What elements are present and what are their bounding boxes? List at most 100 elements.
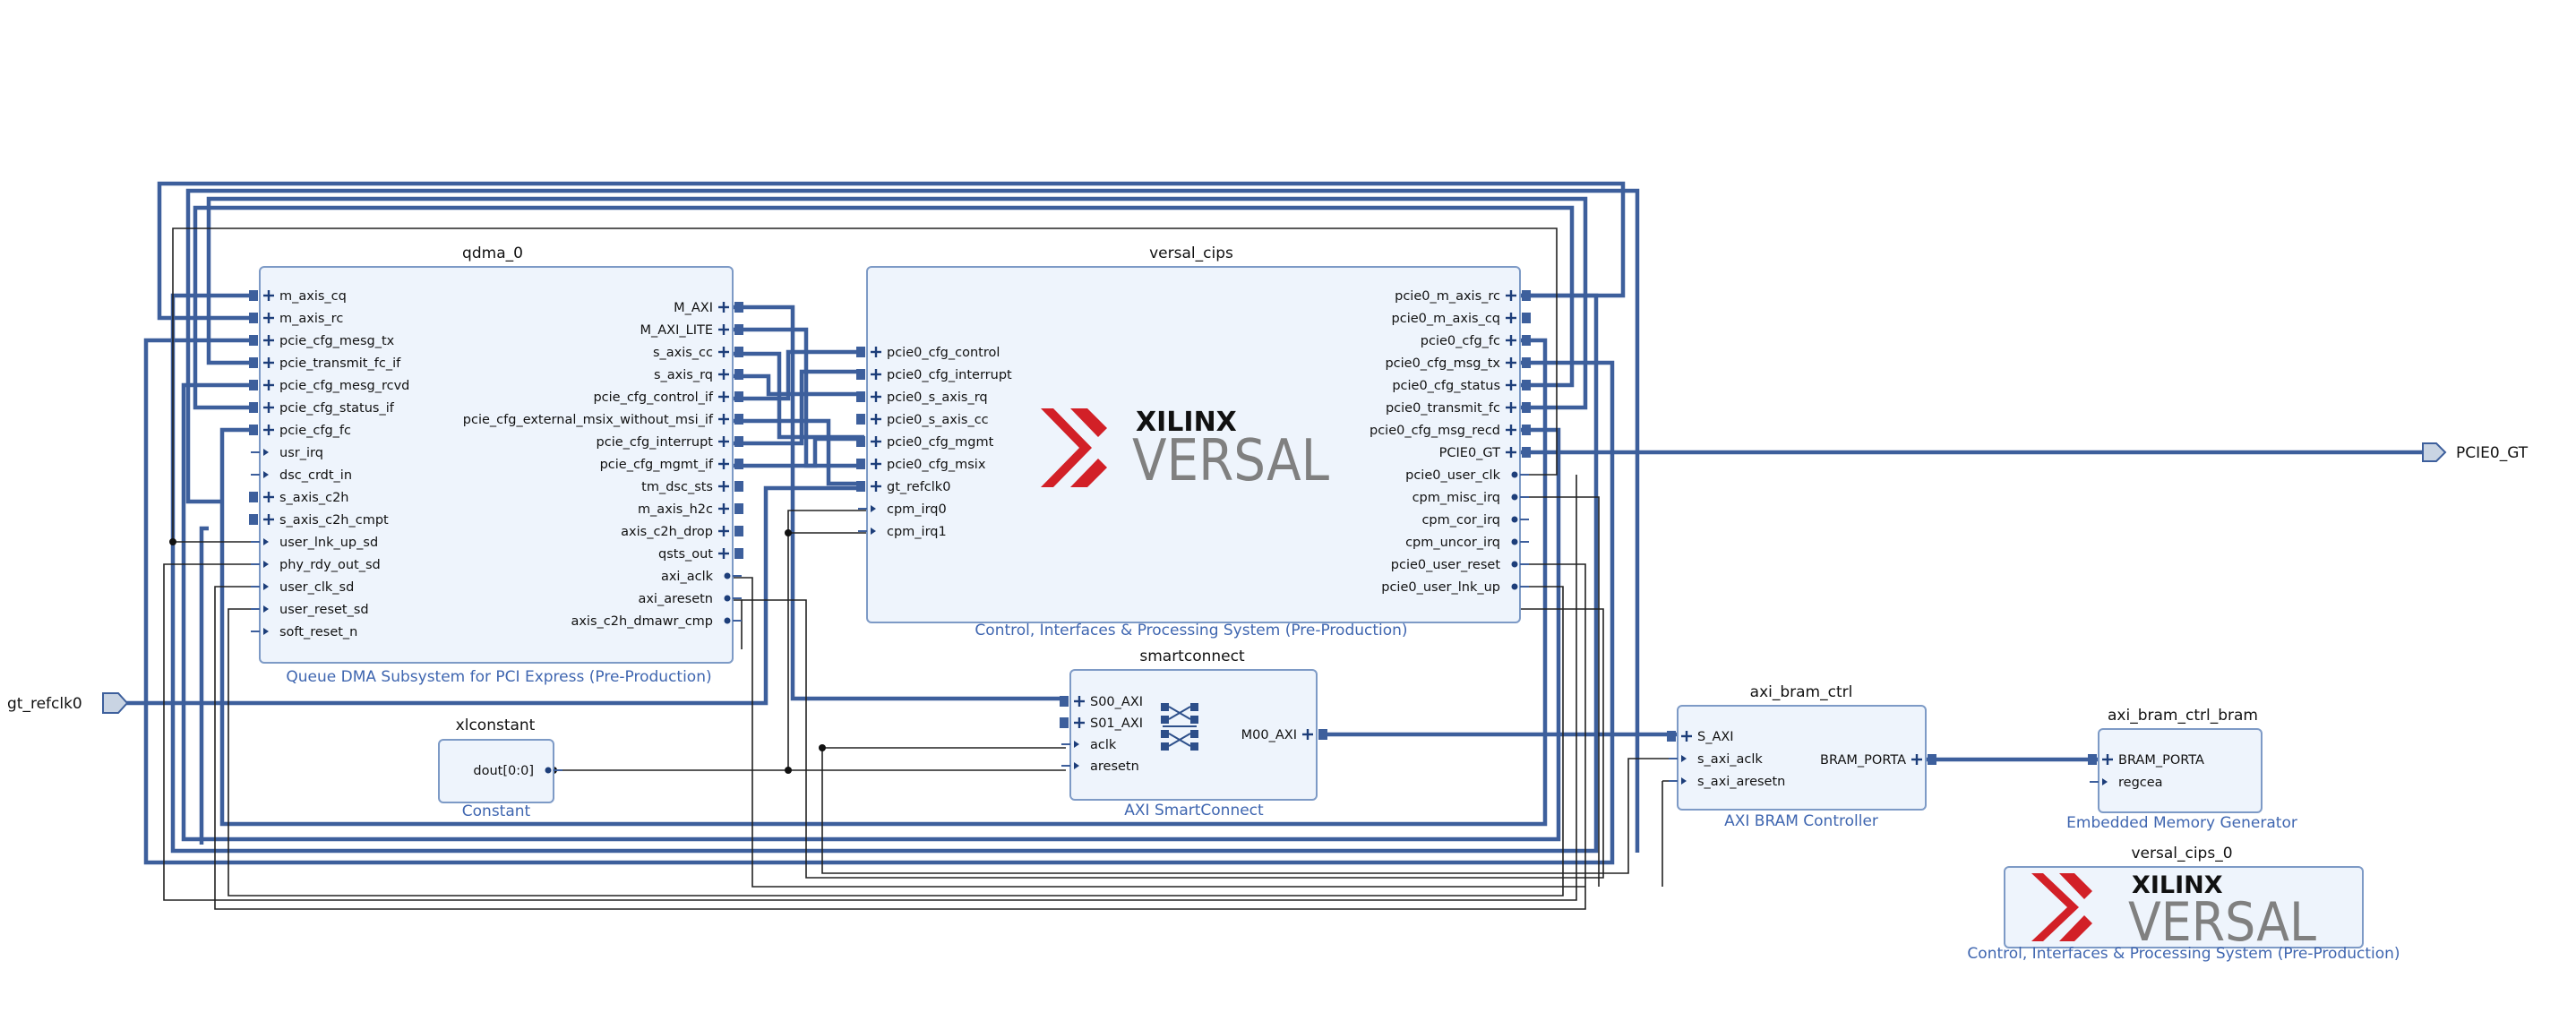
port-aclk[interactable]: aclk <box>1061 738 1117 752</box>
port-pcie-cfg-status-if[interactable]: pcie_cfg_status_if <box>249 401 395 416</box>
port-pcie0-transmit-fc[interactable]: pcie0_transmit_fc <box>1386 401 1531 416</box>
port-pcie0-cfg-mgmt[interactable]: pcie0_cfg_mgmt <box>856 435 994 450</box>
port-pcie0-user-lnk-up[interactable]: pcie0_user_lnk_up <box>1381 580 1529 595</box>
port-s00-axi[interactable]: S00_AXI <box>1060 695 1143 709</box>
port-m-axi-lite[interactable]: M_AXI_LITE <box>640 323 743 338</box>
port-s-axis-c2h-cmpt[interactable]: s_axis_c2h_cmpt <box>249 513 389 528</box>
bus-cfg-msix[interactable] <box>733 418 864 486</box>
port-s-axis-c2h[interactable]: s_axis_c2h <box>249 491 349 505</box>
port-s-axis-rq[interactable]: s_axis_rq <box>654 368 743 382</box>
port-m-axis-h2c[interactable]: m_axis_h2c <box>638 502 743 517</box>
port-user-lnk-up-sd[interactable]: user_lnk_up_sd <box>251 536 378 550</box>
port-gt-refclk0[interactable]: gt_refclk0 <box>856 480 950 494</box>
block-versal-cips[interactable]: versal_cips XILINX VERSAL pcie0_cfg_cont… <box>856 245 1531 639</box>
port-cpm-irq0[interactable]: cpm_irq0 <box>858 502 947 517</box>
bus-m-axis-rc[interactable] <box>157 181 1626 321</box>
port-cpm-misc-irq[interactable]: cpm_misc_irq <box>1413 491 1529 505</box>
pin-arrow-icon <box>1681 777 1687 785</box>
port-pcie-cfg-mesg-tx[interactable]: pcie_cfg_mesg_tx <box>249 334 395 348</box>
bus-cfg-control[interactable] <box>733 349 864 401</box>
bus-m-axi-lite[interactable] <box>733 327 864 468</box>
bus-cfg-mgmt[interactable] <box>733 436 864 468</box>
bus-pin-icon <box>249 380 258 390</box>
port-s01-axi[interactable]: S01_AXI <box>1060 716 1143 731</box>
port-s-axi-aresetn[interactable]: s_axi_aresetn <box>1669 775 1785 789</box>
port-pcie-cfg-mgmt-if[interactable]: pcie_cfg_mgmt_if <box>600 458 743 472</box>
external-port-pcie0-gt[interactable]: PCIE0_GT <box>2422 442 2529 462</box>
port-m-axis-rc[interactable]: m_axis_rc <box>249 312 343 326</box>
port-label: pcie_cfg_status_if <box>279 401 395 416</box>
port-pcie0-cfg-msix[interactable]: pcie0_cfg_msix <box>856 458 986 472</box>
bus-pin-icon <box>249 425 258 435</box>
port-dout-0-0-[interactable]: dout[0:0] <box>473 764 562 778</box>
port-pcie0-cfg-status[interactable]: pcie0_cfg_status <box>1392 379 1531 393</box>
port-m00-axi[interactable]: M00_AXI <box>1241 728 1327 742</box>
block-axi-bram-ctrl[interactable]: axi_bram_ctrl S_AXIs_axi_aclks_axi_arese… <box>1667 683 1936 830</box>
port-axis-c2h-drop[interactable]: axis_c2h_drop <box>621 525 743 539</box>
block-xlconstant[interactable]: xlconstant dout[0:0] Constant <box>438 716 562 820</box>
pin-dot-icon <box>1511 583 1518 590</box>
port-cpm-irq1[interactable]: cpm_irq1 <box>858 525 947 539</box>
port-user-clk-sd[interactable]: user_clk_sd <box>251 580 354 595</box>
bus-s-axis-rq[interactable] <box>733 373 864 397</box>
port-pcie0-user-reset[interactable]: pcie0_user_reset <box>1391 558 1529 572</box>
port-cpm-uncor-irq[interactable]: cpm_uncor_irq <box>1405 536 1529 550</box>
port-m-axi[interactable]: M_AXI <box>674 301 743 315</box>
port-s-axi-aclk[interactable]: s_axi_aclk <box>1669 752 1763 767</box>
external-port-label: PCIE0_GT <box>2456 444 2529 462</box>
bus-pin-icon <box>1667 731 1676 742</box>
port-pcie0-cfg-msg-recd[interactable]: pcie0_cfg_msg_recd <box>1370 424 1531 438</box>
port-qsts-out[interactable]: qsts_out <box>658 547 743 562</box>
port-pcie0-s-axis-rq[interactable]: pcie0_s_axis_rq <box>856 390 988 405</box>
port-pcie0-m-axis-cq[interactable]: pcie0_m_axis_cq <box>1392 312 1531 326</box>
port-bram-porta[interactable]: BRAM_PORTA <box>1820 753 1936 768</box>
port-soft-reset-n[interactable]: soft_reset_n <box>251 625 357 639</box>
port-pcie0-cfg-msg-tx[interactable]: pcie0_cfg_msg_tx <box>1385 356 1531 371</box>
bus-m-axi[interactable] <box>733 305 1066 701</box>
port-usr-irq[interactable]: usr_irq <box>251 446 323 460</box>
port-phy-rdy-out-sd[interactable]: phy_rdy_out_sd <box>251 558 381 572</box>
external-port-gt-refclk0[interactable]: gt_refclk0 <box>7 692 129 714</box>
port-pcie-cfg-control-if[interactable]: pcie_cfg_control_if <box>593 390 743 405</box>
port-axi-aresetn[interactable]: axi_aresetn <box>638 592 742 606</box>
port-pcie0-cfg-fc[interactable]: pcie0_cfg_fc <box>1421 334 1531 348</box>
port-axi-aclk[interactable]: axi_aclk <box>661 570 742 584</box>
port-pcie0-gt[interactable]: PCIE0_GT <box>1439 446 1531 460</box>
block-qdma[interactable]: qdma_0 m_axis_cqm_axis_rcpcie_cfg_mesg_t… <box>249 245 743 686</box>
port-bram-porta[interactable]: BRAM_PORTA <box>2088 753 2204 768</box>
port-pcie-cfg-interrupt[interactable]: pcie_cfg_interrupt <box>597 435 743 450</box>
port-dsc-crdt-in[interactable]: dsc_crdt_in <box>251 468 352 483</box>
port-cpm-cor-irq[interactable]: cpm_cor_irq <box>1421 513 1529 528</box>
port-regcea[interactable]: regcea <box>2090 776 2163 790</box>
bus-cfg-mesg-tx[interactable] <box>143 338 1615 865</box>
port-pcie0-cfg-interrupt[interactable]: pcie0_cfg_interrupt <box>856 368 1012 382</box>
port-user-reset-sd[interactable]: user_reset_sd <box>251 603 369 617</box>
bus-gt-refclk[interactable] <box>124 485 864 706</box>
bus-cfg-fc[interactable] <box>219 338 1548 827</box>
port-label: m_axis_cq <box>279 289 347 304</box>
port-label: S_AXI <box>1697 730 1734 744</box>
port-pcie-cfg-mesg-rcvd[interactable]: pcie_cfg_mesg_rcvd <box>249 379 409 393</box>
port-aresetn[interactable]: aresetn <box>1061 759 1139 774</box>
block-versal-cips-0[interactable]: versal_cips_0 XILINX VERSAL Control, Int… <box>1967 845 2400 963</box>
port-pcie0-m-axis-rc[interactable]: pcie0_m_axis_rc <box>1395 289 1531 304</box>
port-pcie-transmit-fc-if[interactable]: pcie_transmit_fc_if <box>249 356 401 371</box>
port-pcie0-user-clk[interactable]: pcie0_user_clk <box>1405 468 1529 483</box>
bus-cfg-status[interactable] <box>193 205 1575 410</box>
port-pcie0-cfg-control[interactable]: pcie0_cfg_control <box>856 346 1000 360</box>
port-s-axis-cc[interactable]: s_axis_cc <box>653 346 743 360</box>
port-pcie0-s-axis-cc[interactable]: pcie0_s_axis_cc <box>856 413 989 427</box>
bus-cfg-interrupt[interactable] <box>733 369 864 446</box>
bus-transmit-fc[interactable] <box>206 196 1588 410</box>
port-label: pcie_cfg_control_if <box>593 390 713 405</box>
port-axis-c2h-dmawr-cmp[interactable]: axis_c2h_dmawr_cmp <box>571 614 742 629</box>
port-pcie-cfg-fc[interactable]: pcie_cfg_fc <box>249 424 351 438</box>
port-tm-dsc-sts[interactable]: tm_dsc_sts <box>641 480 743 494</box>
port-m-axis-cq[interactable]: m_axis_cq <box>249 289 347 304</box>
port-s-axi[interactable]: S_AXI <box>1667 730 1734 744</box>
port-pcie-cfg-external-msix-without-msi-if[interactable]: pcie_cfg_external_msix_without_msi_if <box>463 413 743 427</box>
